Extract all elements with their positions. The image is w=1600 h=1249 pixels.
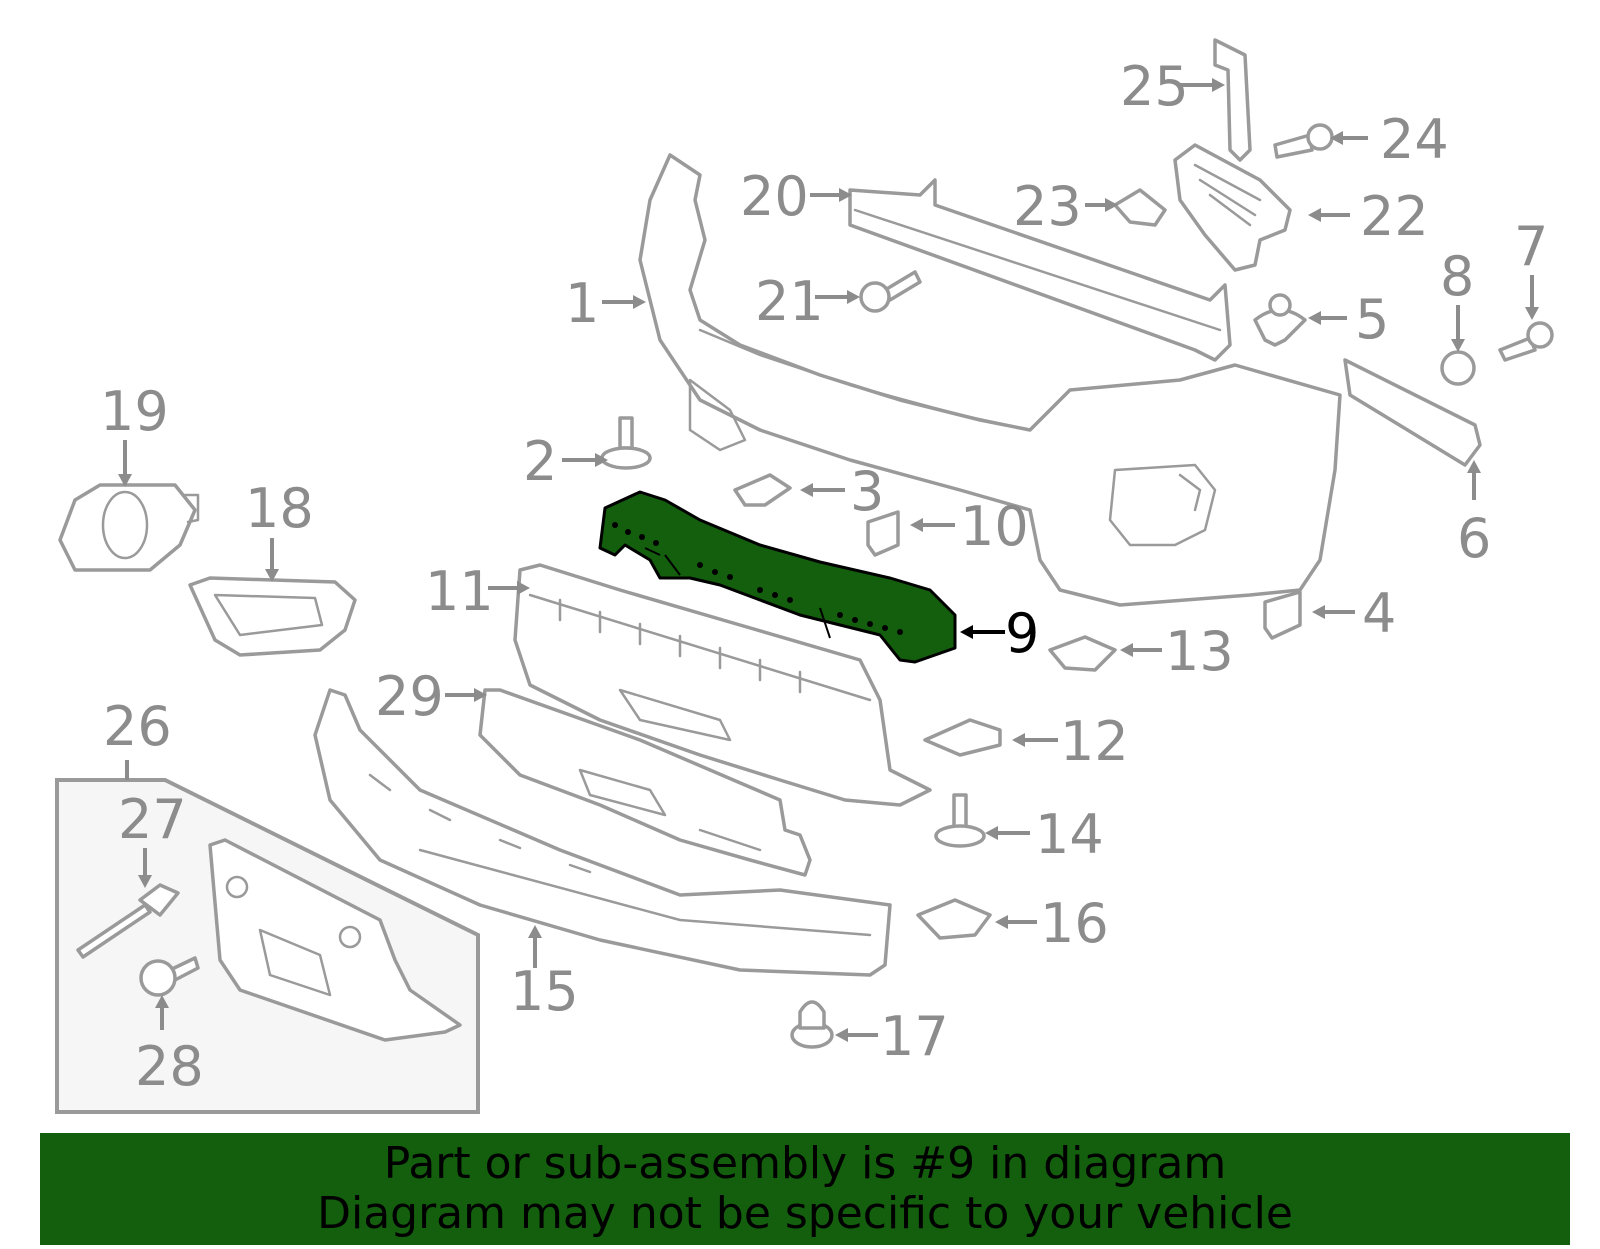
- label-19: 19: [100, 380, 169, 443]
- part-19-fog-lamp: [58, 483, 200, 572]
- part-13-clip: [1048, 635, 1117, 672]
- label-8: 8: [1440, 245, 1474, 308]
- kit-26-box: [55, 778, 480, 1114]
- part-12-bracket: [923, 718, 1002, 757]
- label-4: 4: [1362, 582, 1396, 645]
- label-6: 6: [1457, 507, 1491, 570]
- label-11: 11: [425, 560, 494, 623]
- label-17: 17: [880, 1005, 949, 1068]
- part-22-side-bracket: [1173, 143, 1292, 272]
- leader-arrows: [118, 78, 1539, 1042]
- part-10-clip: [866, 510, 900, 557]
- label-15: 15: [510, 960, 579, 1023]
- part-6-side-trim: [1343, 358, 1482, 467]
- label-23: 23: [1013, 175, 1082, 238]
- part-4-clip: [1263, 590, 1302, 640]
- part-8-nut: [1440, 350, 1476, 386]
- label-24: 24: [1380, 108, 1449, 171]
- label-18: 18: [245, 477, 314, 540]
- part-26-license-plate-bracket: [208, 838, 462, 1042]
- label-16: 16: [1040, 892, 1109, 955]
- part-20-upper-support: [848, 178, 1232, 362]
- label-26: 26: [103, 695, 172, 758]
- label-29: 29: [375, 665, 444, 728]
- part-14-pin: [934, 793, 986, 848]
- part-28-screw: [139, 956, 200, 997]
- label-21: 21: [755, 270, 824, 333]
- part-25-bracket: [1213, 38, 1252, 162]
- part-1-bumper-fascia: [638, 153, 1342, 607]
- label-20: 20: [740, 165, 809, 228]
- part-7-screw: [1498, 321, 1554, 362]
- label-13: 13: [1165, 620, 1234, 683]
- part-15-lower-valance: [313, 688, 892, 977]
- label-9-highlighted: 9: [1005, 602, 1039, 665]
- label-22: 22: [1360, 185, 1429, 248]
- label-14: 14: [1035, 803, 1104, 866]
- part-29-skid-plate: [478, 688, 812, 877]
- part-5-push-clip: [1253, 293, 1307, 347]
- parts-diagram: 25 24 20 23 22 21 1 5 8 7 19 2 3 18 10 6…: [55, 38, 1554, 1114]
- label-28: 28: [135, 1035, 204, 1098]
- banner-line-1: Part or sub-assembly is #9 in diagram: [383, 1138, 1227, 1189]
- part-17-pin: [790, 1000, 834, 1049]
- label-10: 10: [960, 495, 1029, 558]
- part-21-bolt: [859, 270, 922, 313]
- part-27-rivet: [76, 883, 180, 959]
- label-12: 12: [1060, 710, 1129, 773]
- part-24-bolt: [1273, 123, 1334, 159]
- part-18-fog-bezel: [188, 576, 357, 657]
- part-23-clip: [1113, 188, 1167, 227]
- label-25: 25: [1120, 55, 1189, 118]
- part-11-lower-grille: [513, 563, 932, 807]
- label-2: 2: [523, 430, 557, 493]
- callout-labels: 25 24 20 23 22 21 1 5 8 7 19 2 3 18 10 6…: [100, 55, 1548, 1098]
- label-1: 1: [565, 272, 599, 335]
- label-5: 5: [1355, 288, 1389, 351]
- part-16-clip: [916, 898, 992, 940]
- part-2-pin: [600, 416, 652, 470]
- banner-line-2: Diagram may not be specific to your vehi…: [317, 1188, 1293, 1239]
- part-3-clip: [733, 473, 792, 507]
- part-9-reinforcement-highlighted: [598, 490, 957, 664]
- label-7: 7: [1514, 215, 1548, 278]
- label-27: 27: [118, 788, 187, 851]
- label-3: 3: [850, 460, 884, 523]
- part-info-banner: Part or sub-assembly is #9 in diagram Di…: [40, 1133, 1570, 1245]
